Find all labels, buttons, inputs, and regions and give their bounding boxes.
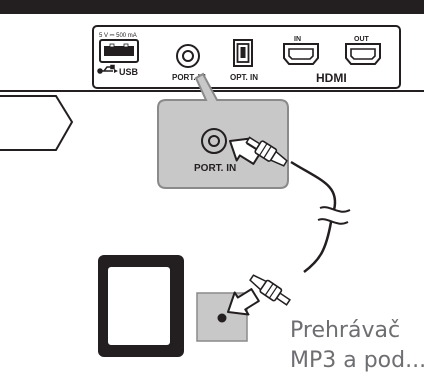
mp3-player-screen	[106, 265, 172, 347]
hdmi-in-port-icon	[283, 43, 319, 65]
audio-cable-upper	[290, 160, 337, 211]
player-caption-line2: MP3 a pod...	[290, 348, 427, 373]
hdmi-out-port-icon	[345, 43, 381, 65]
connector-panel: 5 V ⎓ 500 mA USB PORT. IN OPT. IN	[92, 25, 401, 89]
callout-jack-inner	[208, 135, 220, 147]
port-in-jack-icon	[176, 44, 200, 68]
callout-port-label: PORT. IN	[194, 163, 236, 174]
usb-port-icon	[99, 39, 139, 63]
hdmi-label: HDMI	[316, 71, 347, 85]
player-caption-line1: Prehrávač	[290, 318, 401, 343]
device-foot-outline	[0, 95, 74, 151]
mp3-player-jack	[217, 313, 227, 323]
arrow-icon	[227, 288, 260, 316]
player-caption: Prehrávač MP3 a pod...	[290, 316, 436, 376]
cable-break-icon	[317, 206, 351, 225]
hdmi-out-label: OUT	[354, 36, 370, 43]
port-in-label: PORT. IN	[172, 73, 206, 82]
hdmi-in-label: IN	[294, 36, 301, 43]
audio-plug-icon	[245, 136, 288, 167]
mp3-player	[98, 255, 248, 357]
optical-port-icon	[233, 39, 253, 67]
audio-plug-icon	[249, 274, 291, 306]
device-top-bar	[0, 0, 424, 14]
opt-in-label: OPT. IN	[230, 73, 258, 82]
audio-cable-lower	[303, 221, 333, 273]
usb-label: USB	[119, 67, 139, 77]
usb-rating-label: 5 V ⎓ 500 mA	[99, 33, 137, 39]
usb-symbol-icon	[97, 64, 118, 74]
